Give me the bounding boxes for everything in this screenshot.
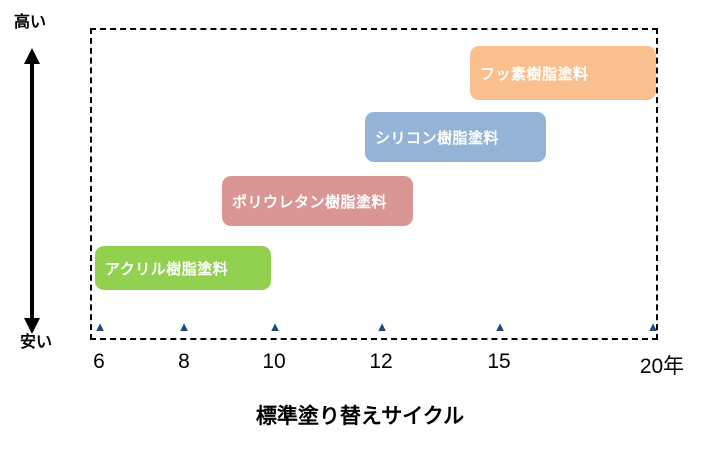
- x-tick-label-8: 8: [178, 350, 190, 373]
- y-axis-high-label: 高い: [14, 14, 47, 31]
- x-axis-marker-triangle: ▲: [268, 319, 282, 334]
- paint-box-polyurethane: ポリウレタン樹脂塗料: [222, 176, 413, 226]
- plot-area-dashed-border: [90, 28, 658, 340]
- paint-box-silicon: シリコン樹脂塗料: [365, 112, 546, 162]
- y-axis-low-label: 安い: [20, 334, 53, 351]
- paint-box-acrylic: アクリル樹脂塗料: [95, 246, 271, 290]
- x-axis-marker-triangle: ▲: [493, 319, 507, 334]
- paint-box-fluorine: フッ素樹脂塗料: [470, 46, 656, 100]
- x-tick-label-6: 6: [93, 350, 105, 373]
- x-tick-label-20: 20年: [639, 355, 685, 378]
- x-tick-label-12: 12: [369, 350, 393, 373]
- paint-box-acrylic-label: アクリル樹脂塗料: [105, 260, 229, 278]
- x-tick-label-15: 15: [487, 350, 511, 373]
- x-tick-label-10: 10: [262, 350, 286, 373]
- x-axis-marker-triangle: ▲: [646, 319, 660, 334]
- x-axis-marker-triangle: ▲: [177, 319, 191, 334]
- x-axis-marker-triangle: ▲: [375, 319, 389, 334]
- paint-box-silicon-label: シリコン樹脂塗料: [375, 129, 500, 147]
- paint-box-polyurethane-label: ポリウレタン樹脂塗料: [232, 193, 388, 211]
- chart-title: 標準塗り替えサイクル: [255, 405, 465, 428]
- price-axis-arrow-icon: [24, 48, 40, 334]
- paint-box-fluorine-label: フッ素樹脂塗料: [480, 65, 589, 83]
- x-axis-marker-triangle: ▲: [93, 319, 107, 334]
